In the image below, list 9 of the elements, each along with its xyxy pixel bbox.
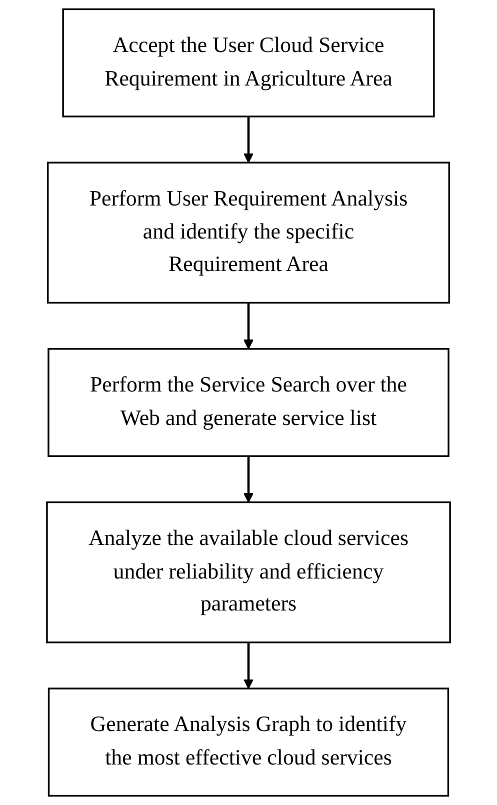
node-box: Perform User Requirement Analysis and identify the specific Requirement Area [46, 162, 450, 304]
arrow [243, 302, 254, 350]
node-box: Analyze the available cloud services under reliability and efficiency parameters [46, 501, 451, 644]
arrow [243, 456, 254, 503]
arrow [243, 642, 254, 689]
arrow [243, 116, 254, 164]
node-box: Accept the User Cloud Service Requirement in Agriculture Area [62, 8, 435, 118]
node-box: Generate Analysis Graph to identify the most effective cloud services [48, 688, 450, 797]
node-box: Perform the Service Search over the Web and generate service list [48, 348, 450, 457]
